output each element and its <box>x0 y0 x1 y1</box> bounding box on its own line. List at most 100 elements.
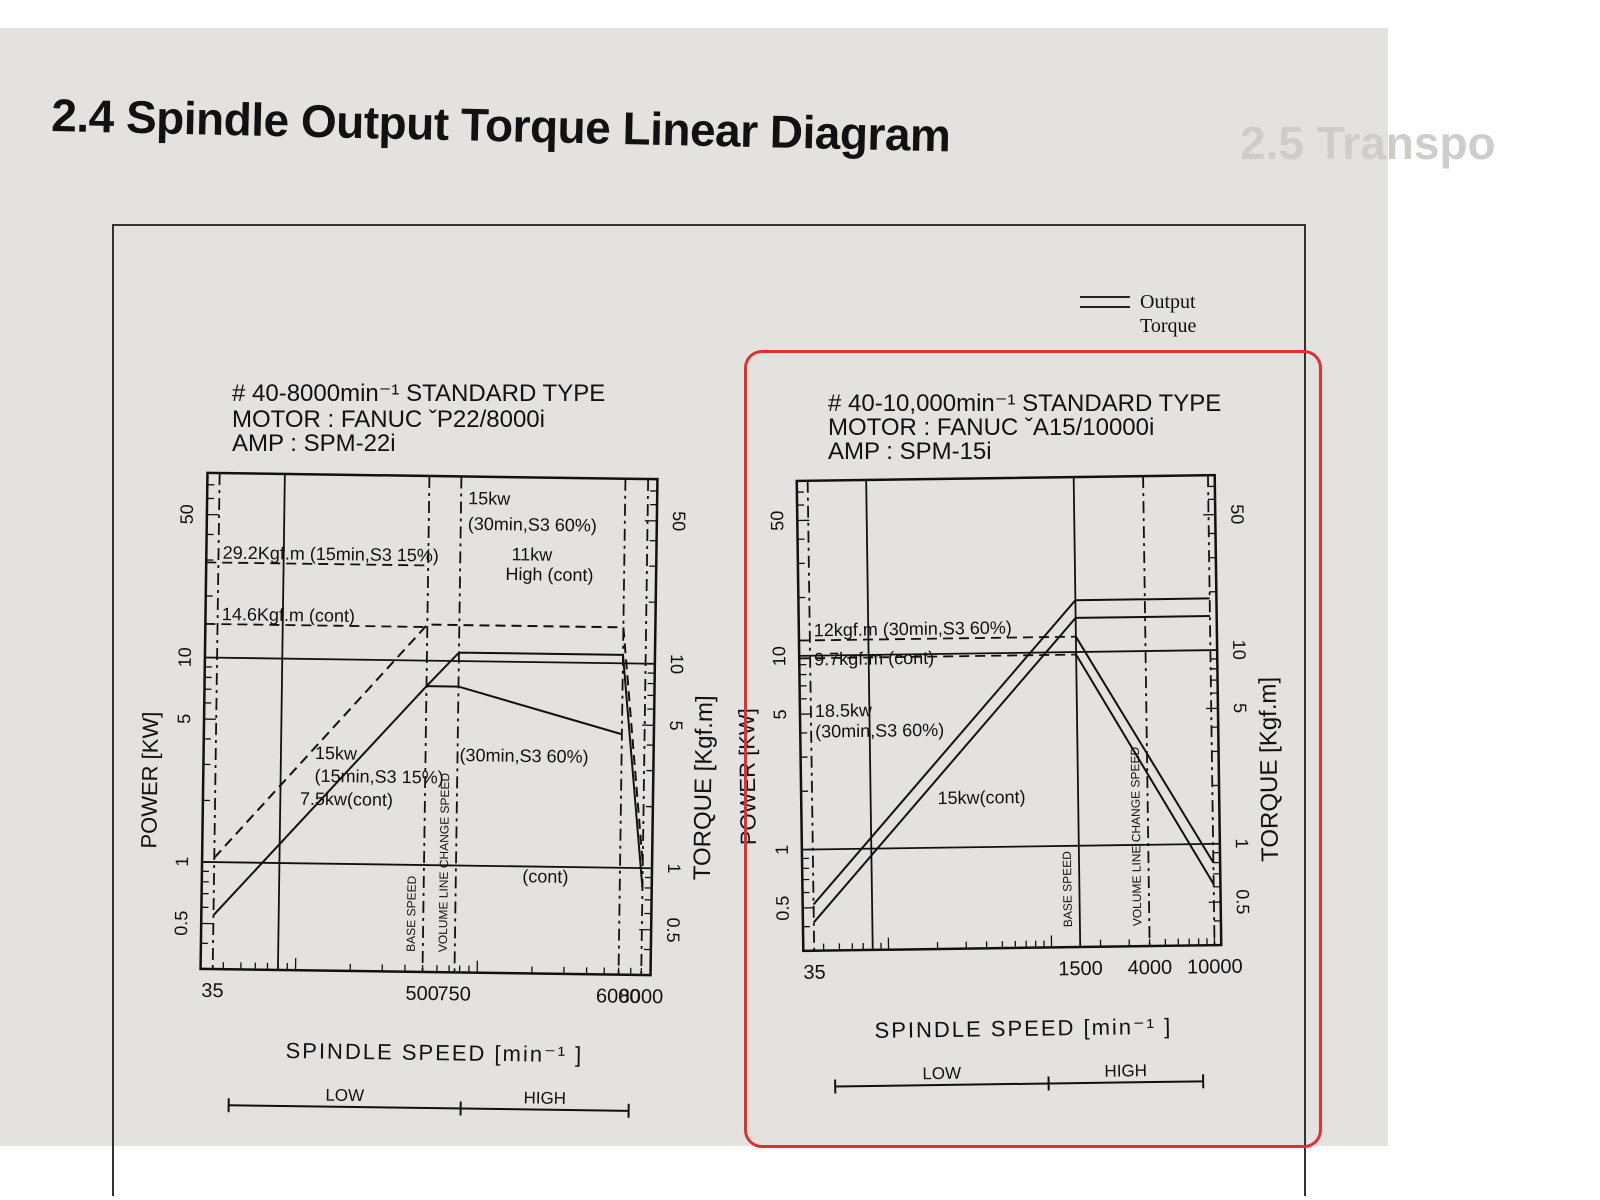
legend-line-1: Output <box>1140 291 1196 313</box>
y-axis-title-left: POWER [KW] <box>734 708 761 845</box>
y-tick-label-left: 0.5 <box>171 911 191 936</box>
y-tick-label-right: 1 <box>1232 838 1252 848</box>
y-tick-label-right: 5 <box>666 720 686 730</box>
legend-swatch <box>1080 296 1130 308</box>
y-tick-label-right: 1 <box>664 863 684 873</box>
annotation-label: 14.6Kgf.m (cont) <box>222 604 355 626</box>
reference-vline <box>421 475 431 972</box>
y-tick-label-left: 1 <box>772 845 792 855</box>
range-high-label: HIGH <box>523 1088 566 1108</box>
annotation-label: 15kw(cont) <box>937 787 1025 808</box>
annotation-label: (30min,S3 60%) <box>459 745 588 767</box>
x-tick-label: 10000 <box>1187 956 1243 979</box>
range-bar <box>228 1104 629 1112</box>
chart-2-header-line-2: MOTOR : FANUC ˇA15/10000i <box>828 414 1155 441</box>
reference-hline <box>206 561 429 567</box>
vline-label: BASE SPEED <box>404 875 419 952</box>
series-line <box>812 597 1210 906</box>
range-high-label: HIGH <box>1104 1061 1147 1081</box>
x-axis-title: SPINDLE SPEED [min⁻¹ ] <box>285 1038 583 1067</box>
annotation-label: (cont) <box>522 866 568 887</box>
annotation-label: (30min,S3 60%) <box>468 514 597 536</box>
annotation-label: 18.5kw <box>815 700 873 721</box>
y-tick-label-left: 10 <box>769 646 789 666</box>
annotation-label: (15min,S3 15%) <box>314 766 443 788</box>
x-tick-label: 1500 <box>1058 958 1103 981</box>
y-tick-label-right: 10 <box>667 654 687 674</box>
series-line <box>212 651 644 916</box>
vline-label: VOLUME LINE CHANGE SPEED <box>1128 746 1145 926</box>
annotation-label: 15kw <box>468 488 511 509</box>
y-tick-label-left: 5 <box>770 709 790 719</box>
chart-2-header-line-3: AMP : SPM-15i <box>828 438 992 465</box>
chart-1-header-line-3: AMP : SPM-22i <box>232 430 396 457</box>
document-page: 2.5 Transpo 2.4 Spindle Output Torque Li… <box>0 28 1496 1196</box>
y-tick-label-left: 1 <box>172 857 192 867</box>
annotation-label: 12kgf.m (30min,S3 60%) <box>814 618 1012 641</box>
chart-2-header-line-1: # 40-10,000min⁻¹ STANDARD TYPE <box>828 390 1222 417</box>
reference-vline <box>277 473 286 970</box>
annotation-label: 9.7kgf.m (cont) <box>814 648 934 670</box>
x-tick-label: 6000 <box>596 985 641 1008</box>
reference-vline <box>865 479 874 950</box>
legend-line-2: Torque <box>1140 315 1197 337</box>
plot-area <box>199 471 659 977</box>
chart-1-header-line-1: # 40-8000min⁻¹ STANDARD TYPE <box>232 380 606 407</box>
x-tick-label: 500 <box>405 983 439 1005</box>
series-line <box>1075 654 1215 885</box>
range-low-label: LOW <box>325 1086 364 1106</box>
reference-hline <box>798 635 1076 642</box>
reference-vline <box>1142 476 1151 947</box>
annotation-label: 29.2Kgf.m (15min,S3 15%) <box>223 543 439 566</box>
series-line <box>426 685 623 736</box>
y-tick-label-left: 5 <box>174 714 194 724</box>
vline-label: BASE SPEED <box>1060 851 1075 928</box>
y-tick-label-left: 50 <box>177 504 197 524</box>
series-line <box>1075 636 1215 864</box>
y-axis-title-left: POWER [KW] <box>136 711 163 848</box>
highlight-box <box>744 350 1322 1148</box>
x-axis-title: SPINDLE SPEED [min⁻¹ ] <box>874 1014 1172 1043</box>
annotation-label: (30min,S3 60%) <box>815 720 944 742</box>
range-low-label: LOW <box>922 1064 961 1084</box>
bleed-through-heading: 2.5 Transpo <box>1240 117 1496 169</box>
reference-vline <box>211 473 221 970</box>
y-tick-label-left: 50 <box>767 511 787 531</box>
annotation-label: High (cont) <box>505 564 593 585</box>
x-tick-label: 750 <box>437 983 471 1005</box>
vline-label: VOLUME LINE CHANGE SPEED <box>436 772 453 952</box>
chart-1-header-line-2: MOTOR : FANUC ˇP22/8000i <box>232 406 545 433</box>
annotation-label: 11kw <box>511 544 553 565</box>
reference-vline <box>806 480 816 951</box>
x-tick-label: 8000 <box>619 986 664 1009</box>
y-tick-label-right: 0.5 <box>663 917 683 942</box>
reference-hline <box>799 653 1077 660</box>
x-tick-label: 35 <box>803 962 826 984</box>
range-bar <box>835 1080 1204 1088</box>
y-tick-label-left: 0.5 <box>773 896 793 921</box>
y-tick-label-right: 10 <box>1229 640 1249 660</box>
y-tick-label-left: 10 <box>175 647 195 667</box>
x-tick-label: 4000 <box>1128 957 1173 980</box>
plot-area <box>795 473 1223 953</box>
reference-hline <box>205 623 428 628</box>
reference-vline <box>617 478 627 975</box>
reference-vline <box>1207 475 1216 946</box>
series-line <box>813 615 1210 924</box>
y-tick-label-right: 50 <box>669 511 689 531</box>
y-tick-label-right: 50 <box>1227 504 1247 524</box>
figure-frame <box>112 224 1306 1196</box>
reference-vline <box>640 479 650 976</box>
y-axis-title-right: TORQUE [Kgf.m] <box>689 695 719 880</box>
reference-hline <box>202 861 653 870</box>
reference-vline <box>453 476 463 973</box>
annotation-label: 7.5kw(cont) <box>300 789 393 810</box>
reference-vline <box>1072 477 1082 948</box>
annotation-label: 15kw <box>315 743 358 764</box>
y-axis-title-right: TORQUE [Kgf.m] <box>1255 677 1285 862</box>
reference-hline <box>204 656 655 665</box>
series-line <box>213 623 644 864</box>
